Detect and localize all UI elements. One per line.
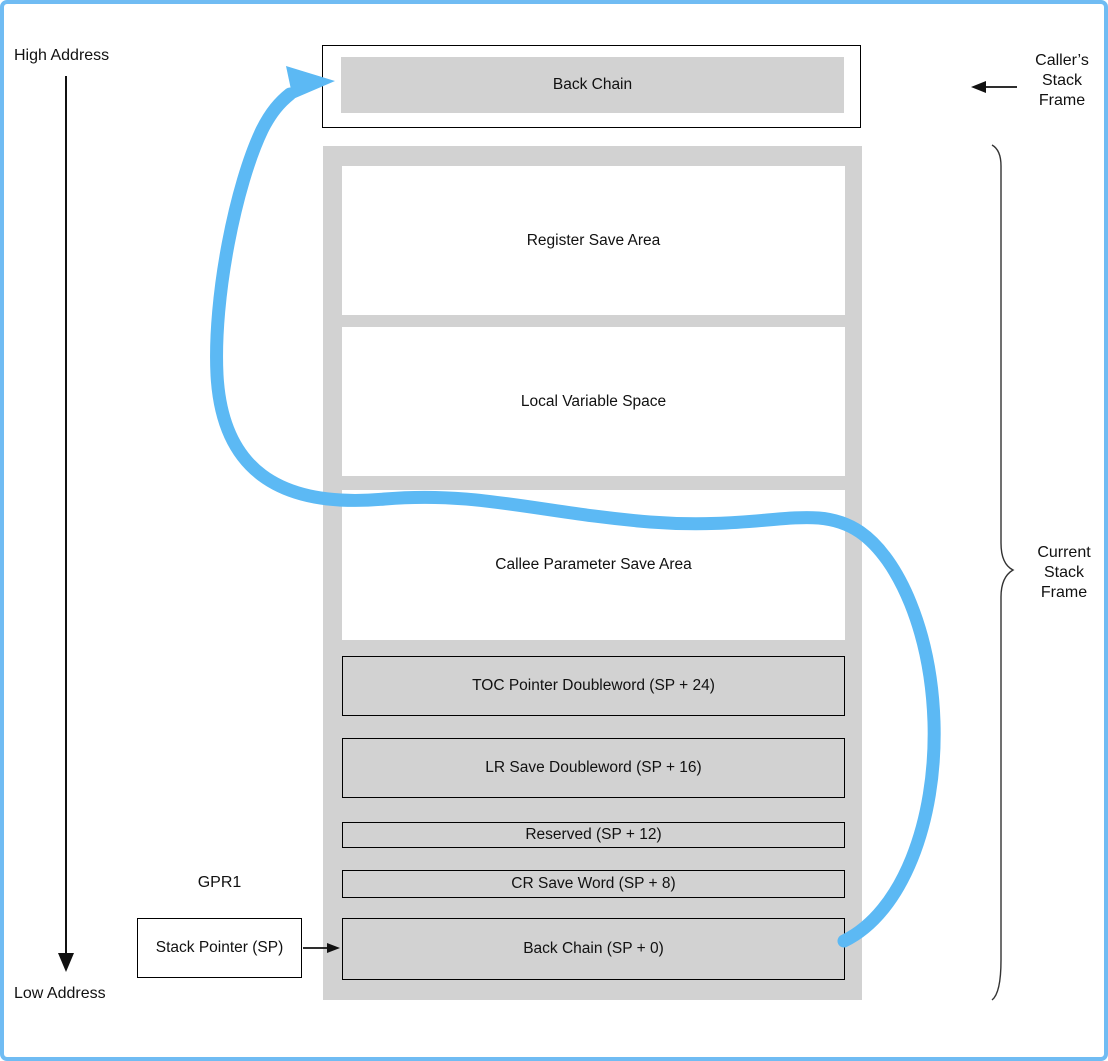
stack-pointer-label: Stack Pointer (SP) (155, 939, 284, 956)
callers-stack-frame-label-line3: Frame (1038, 92, 1086, 109)
address-down-arrow-icon (58, 76, 74, 972)
cr-save-word-box: CR Save Word (SP + 8) (342, 870, 845, 898)
toc-pointer-doubleword-box: TOC Pointer Doubleword (SP + 24) (342, 656, 845, 716)
low-address-label: Low Address (14, 985, 106, 1002)
caller-back-chain-label: Back Chain (552, 76, 633, 93)
callers-stack-frame-label-line1: Caller’s (1035, 52, 1089, 69)
toc-pointer-doubleword-label: TOC Pointer Doubleword (SP + 24) (472, 677, 715, 694)
high-address-label: High Address (14, 47, 110, 64)
local-variable-space-box: Local Variable Space (342, 327, 845, 476)
callers-stack-frame-label-line2: Stack (1041, 72, 1082, 89)
current-frame-brace (991, 144, 1015, 1001)
callers-stack-frame-label: Caller’s Stack Frame (1020, 51, 1104, 111)
caller-back-chain-cell: Back Chain (341, 57, 844, 113)
current-stack-frame-container: Register Save Area Local Variable Space … (323, 146, 862, 1000)
current-stack-frame-label-line3: Frame (1040, 584, 1088, 601)
reserved-label: Reserved (SP + 12) (525, 826, 662, 843)
reserved-box: Reserved (SP + 12) (342, 822, 845, 848)
gpr1-label: GPR1 (197, 874, 242, 891)
lr-save-doubleword-box: LR Save Doubleword (SP + 16) (342, 738, 845, 798)
register-save-area-box: Register Save Area (342, 166, 845, 315)
current-stack-frame-label-line2: Stack (1043, 564, 1084, 581)
current-stack-frame-label: Current Stack Frame (1021, 543, 1107, 603)
lr-save-doubleword-label: LR Save Doubleword (SP + 16) (485, 759, 702, 776)
cr-save-word-label: CR Save Word (SP + 8) (511, 875, 676, 892)
register-save-area-label: Register Save Area (526, 231, 661, 249)
stack-pointer-box: Stack Pointer (SP) (137, 918, 302, 978)
local-variable-space-label: Local Variable Space (520, 392, 667, 410)
current-stack-frame-label-line1: Current (1037, 544, 1091, 561)
callee-parameter-save-area-label: Callee Parameter Save Area (495, 556, 692, 573)
back-chain-sp0-label: Back Chain (SP + 0) (523, 940, 664, 957)
caller-frame-left-arrow-icon (971, 81, 1017, 93)
callee-parameter-save-area-box: Callee Parameter Save Area (342, 490, 845, 640)
back-chain-sp0-box: Back Chain (SP + 0) (342, 918, 845, 980)
callers-stack-frame-box: Back Chain (322, 45, 861, 128)
